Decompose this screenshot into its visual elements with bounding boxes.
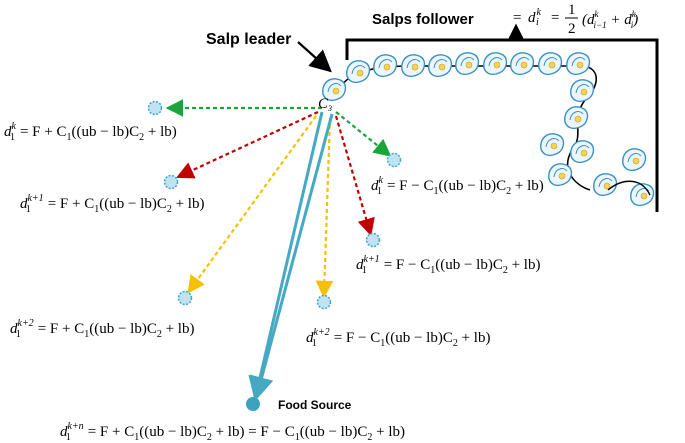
svg-text:1: 1 [568, 2, 576, 18]
salp-icon [570, 140, 595, 164]
leader-pointer [297, 41, 332, 73]
salp-icon [540, 133, 565, 157]
salp-icon [566, 52, 591, 76]
arrow-red-right [334, 115, 375, 237]
svg-text:dk+21= F + C1((ub − lb)C2 + lb: dk+21= F + C1((ub − lb)C2 + lb) [10, 318, 194, 340]
arrow-yellow-left [187, 115, 317, 294]
salp-icon [510, 52, 535, 76]
c3-label: C3 [318, 96, 332, 113]
arrow-teal-1 [248, 111, 324, 401]
food-source-label: Food Source [278, 398, 352, 412]
salp-icon [346, 60, 371, 84]
salp-icon [538, 52, 563, 76]
node-right-k [386, 152, 402, 168]
salp-icon [570, 79, 595, 103]
salp-icon [455, 52, 480, 76]
salp-icon [401, 54, 426, 78]
svg-text:dk+11= F + C1((ub − lb)C2 + lb: dk+11= F + C1((ub − lb)C2 + lb) [20, 193, 204, 215]
follower-bracket [345, 38, 659, 212]
svg-text:(dki−1 + dki): (dki−1 + dki) [582, 9, 638, 30]
svg-text:=: = [513, 10, 521, 26]
node-right-k1 [365, 232, 381, 248]
salp-leader-label: Salp leader [206, 31, 291, 48]
salp-icon [483, 52, 508, 76]
salp-icon [622, 148, 647, 172]
node-left-k [147, 100, 163, 116]
node-left-k2 [177, 290, 193, 306]
salp-chain [339, 52, 655, 207]
arrow-green-right [335, 111, 392, 157]
salp-icon [564, 106, 589, 130]
svg-text:dk1= F − C1((ub − lb)C2 + lb): dk1= F − C1((ub − lb)C2 + lb) [371, 175, 544, 197]
node-left-k1 [163, 174, 179, 190]
food-source-dot [246, 397, 260, 411]
svg-text:=: = [551, 10, 559, 26]
arrow-yellow-right [315, 117, 334, 299]
svg-text:dk+21= F − C1((ub − lb)C2 + lb: dk+21= F − C1((ub − lb)C2 + lb) [306, 327, 490, 349]
svg-text:dk+11= F − C1((ub − lb)C2 + lb: dk+11= F − C1((ub − lb)C2 + lb) [356, 254, 540, 276]
svg-text:dki: dki [528, 7, 542, 28]
salps-follower-label: Salps follower [372, 11, 474, 28]
salp-icon [548, 163, 573, 187]
svg-text:dk1= F + C1((ub − lb)C2 + lb): dk1= F + C1((ub − lb)C2 + lb) [4, 121, 177, 143]
svg-text:dk+n1= F + C1((ub − lb)C2 + lb: dk+n1= F + C1((ub − lb)C2 + lb) = F − C1… [60, 421, 405, 443]
arrow-red-left [176, 111, 319, 179]
salp-icon [428, 54, 453, 78]
svg-text:2: 2 [568, 21, 576, 37]
salp-icon [593, 173, 618, 197]
salp-icon [373, 54, 398, 78]
node-right-k2 [316, 294, 332, 310]
arrow-teal-2 [250, 113, 334, 401]
